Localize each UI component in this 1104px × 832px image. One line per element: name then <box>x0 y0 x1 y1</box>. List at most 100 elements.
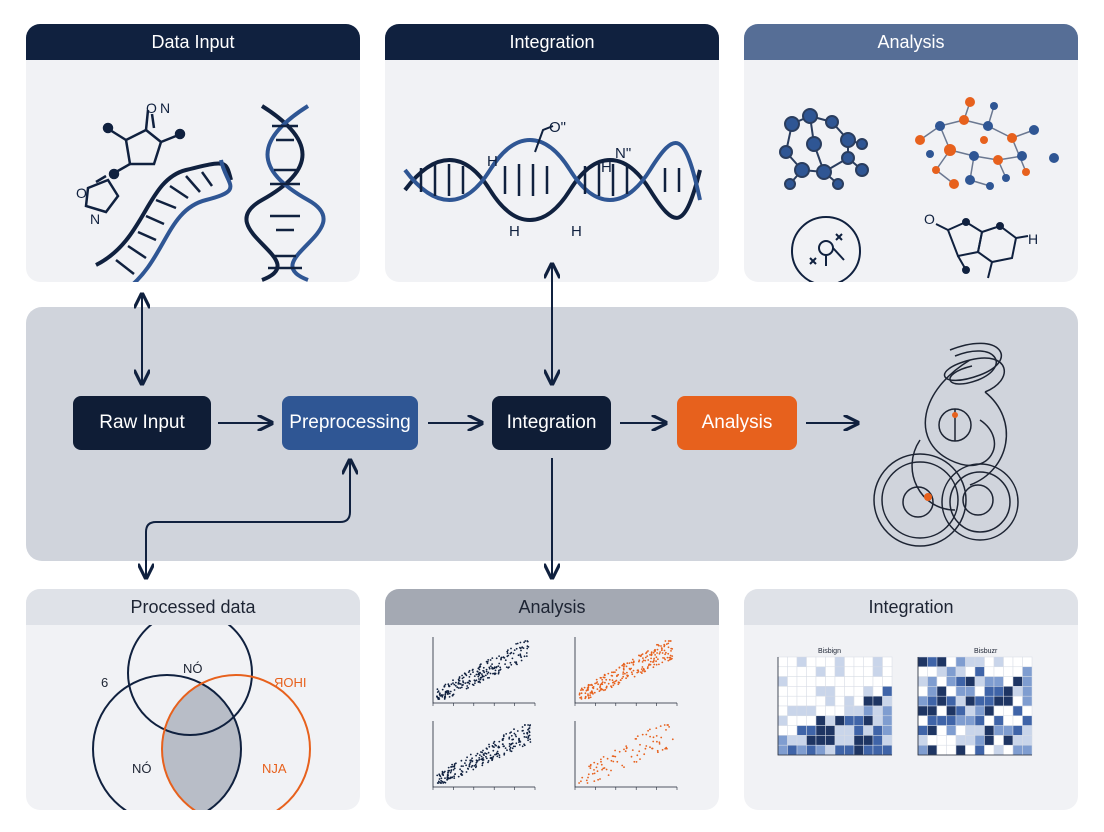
scatter-point <box>628 667 631 670</box>
scatter-point <box>474 766 477 769</box>
scatter-point <box>654 650 656 652</box>
scatter-point <box>501 743 504 745</box>
heatmap-cell <box>917 705 928 717</box>
heatmap-cell <box>825 666 836 677</box>
heatmap-cell <box>806 735 817 746</box>
panel-data-input: Data Input O N O N <box>26 24 360 282</box>
panel-title: Integration <box>385 24 719 60</box>
scatter-point <box>625 677 627 680</box>
scatter-point <box>493 666 496 668</box>
scatter-point <box>467 681 470 684</box>
heatmap-cell <box>974 705 985 717</box>
scatter-point <box>589 684 592 686</box>
scatter-point <box>468 676 471 678</box>
scatter-point <box>482 749 484 752</box>
scatter-point <box>653 657 655 660</box>
scatter-point <box>462 681 465 684</box>
panel-processed-data: Processed data NÓ 6 ЯОНI NÓ NJA <box>26 589 360 810</box>
heatmap-cell <box>917 725 928 736</box>
scatter-point <box>519 654 522 657</box>
heatmap-cell <box>777 744 788 756</box>
scatter-point <box>449 776 452 779</box>
scatter-point <box>478 757 481 759</box>
scatter-point <box>525 652 528 654</box>
heatmap-cell <box>1003 695 1014 707</box>
heatmap-cell <box>974 666 985 677</box>
scatter-point <box>509 748 511 751</box>
scatter-point <box>595 678 598 681</box>
scatter-point <box>457 683 460 685</box>
heatmap-cell <box>844 705 855 717</box>
scatter-point <box>647 664 650 667</box>
heatmap-cell <box>927 656 938 668</box>
scatter-point <box>616 674 618 677</box>
scatter-point <box>515 643 517 645</box>
heatmap-cell <box>844 666 855 677</box>
scatter-point <box>660 647 663 649</box>
heatmap-cell <box>825 656 836 668</box>
scatter-point <box>472 768 475 771</box>
scatter-point <box>447 683 450 686</box>
heatmap-cell <box>815 744 826 756</box>
scatter-point <box>529 741 532 743</box>
scatter-point <box>658 743 661 745</box>
node-preprocessing[interactable]: Preprocessing <box>282 396 418 450</box>
scatter-point <box>485 757 488 760</box>
heatmap-cell <box>815 656 826 668</box>
scatter-point <box>468 669 471 672</box>
heatmap-axes <box>917 657 1032 756</box>
scatter-point <box>593 691 596 694</box>
heatmap-cell <box>806 705 817 717</box>
scatter-point <box>636 735 639 737</box>
heatmap-cell <box>1022 735 1033 746</box>
heatmap-cell <box>1012 686 1023 697</box>
scatter-point <box>487 659 490 661</box>
heatmap-cell <box>796 744 807 756</box>
scatter-point <box>631 658 634 661</box>
heatmap-cell <box>927 666 938 677</box>
heatmap-cell <box>927 686 938 697</box>
scatter-point <box>482 670 485 672</box>
heatmap-cell <box>946 705 957 717</box>
scatter-point <box>487 761 489 764</box>
molecule-icon <box>935 218 1029 279</box>
panel-title: Processed data <box>26 589 360 625</box>
scatter-point <box>473 675 476 677</box>
heatmap-cell <box>984 735 995 746</box>
scatter-point <box>655 735 658 737</box>
scatter-point <box>586 687 589 689</box>
scatter-point <box>480 755 483 758</box>
scatter-point <box>437 698 440 700</box>
scatter-point <box>525 655 528 657</box>
node-analysis[interactable]: Analysis <box>677 396 797 450</box>
scatter-point <box>441 780 444 783</box>
heatmap-cell <box>984 656 995 668</box>
scatter-point <box>523 655 526 658</box>
scatter-point <box>460 765 463 767</box>
heatmap-cell <box>825 705 836 717</box>
scatter-point <box>638 659 641 662</box>
node-raw-input[interactable]: Raw Input <box>73 396 211 450</box>
node-integration[interactable]: Integration <box>492 396 611 450</box>
scatter-point <box>605 768 608 771</box>
scatter-point <box>486 677 489 679</box>
scatter-point <box>641 661 644 663</box>
scatter-point <box>467 671 470 673</box>
scatter-point <box>502 735 505 738</box>
heatmap-cell <box>882 686 893 697</box>
scatter-point <box>459 687 462 689</box>
scatter-point <box>671 738 674 741</box>
scatter-point <box>447 769 450 772</box>
scatter-point <box>623 748 625 751</box>
scatter-point <box>600 763 603 766</box>
scatter-point <box>482 761 484 764</box>
scatter-point <box>591 684 593 687</box>
scatter-point <box>659 725 662 727</box>
heatmap-cell <box>984 686 995 697</box>
heatmap-cell <box>955 705 966 717</box>
scatter-point <box>502 656 505 659</box>
scatter-point <box>636 754 639 757</box>
scatter-point <box>622 673 624 675</box>
atom-label: H <box>571 223 582 240</box>
scatter-point <box>651 747 653 750</box>
